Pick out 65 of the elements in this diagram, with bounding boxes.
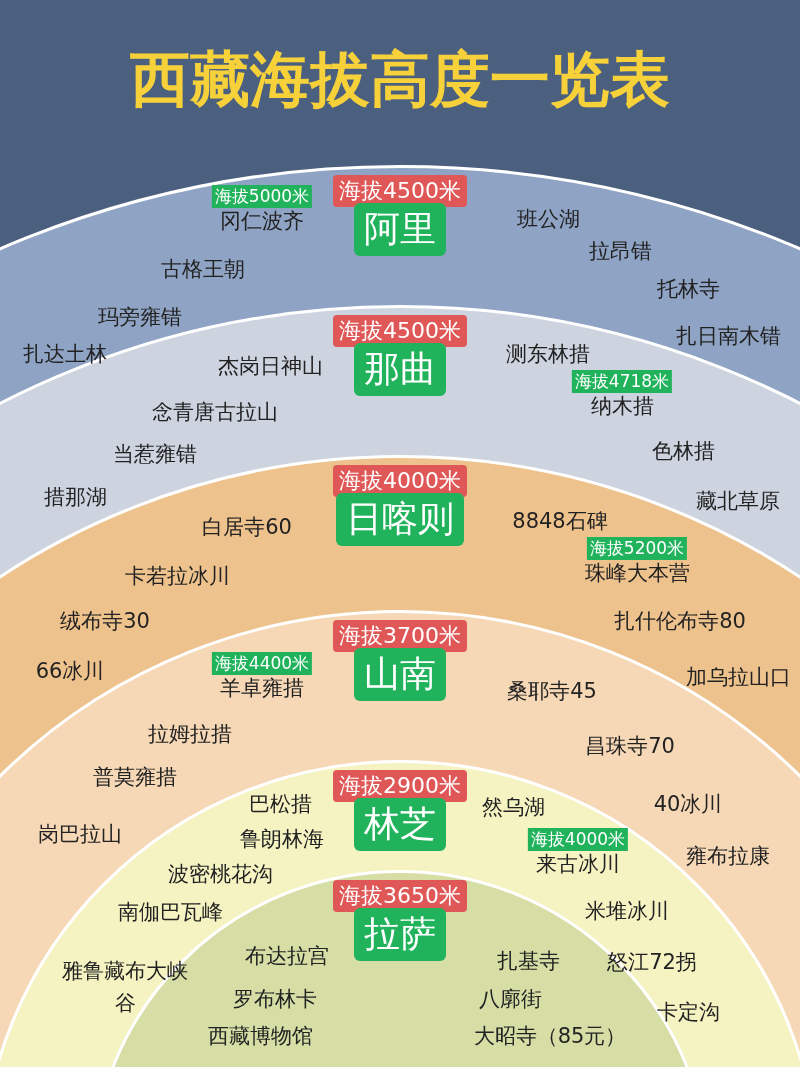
place-name: 藏北草原: [696, 488, 780, 515]
altitude-badge: 海拔4500米: [333, 175, 467, 207]
place-name: 羊卓雍措: [220, 675, 304, 702]
altitude-badge: 海拔4000米: [527, 828, 629, 851]
place-name: 普莫雍措: [93, 764, 177, 791]
title: 西藏海拔高度一览表: [129, 43, 671, 116]
place-name: 40冰川: [653, 791, 723, 818]
place-name: 扎基寺: [496, 948, 560, 975]
place-name: 杰岗日神山: [217, 353, 323, 380]
place-name: 措那湖: [43, 484, 107, 511]
place-name: 然乌湖: [481, 794, 545, 821]
place-name: 卡若拉冰川: [124, 563, 230, 590]
region-name: 拉萨: [354, 908, 446, 961]
place-name: 雍布拉康: [686, 843, 770, 870]
altitude-badge: 海拔2900米: [333, 770, 467, 802]
altitude-badge: 海拔4718米: [571, 370, 673, 393]
place-name: 加乌拉山口: [685, 664, 791, 691]
place-name: 古格王朝: [161, 256, 245, 283]
place-name: 纳木措: [590, 393, 654, 420]
place-name: 珠峰大本营: [584, 560, 690, 587]
altitude-badge: 海拔4400米: [211, 652, 313, 675]
place-name: 扎日南木错: [675, 323, 781, 350]
place-name: 雅鲁藏布大峡谷: [62, 958, 188, 1017]
region-name: 山南: [354, 648, 446, 701]
place-name: 昌珠寺70: [585, 733, 675, 760]
place-name: 班公湖: [516, 206, 580, 233]
place-name: 桑耶寺45: [507, 678, 597, 705]
altitude-badge: 海拔5200米: [586, 537, 688, 560]
place-name: 卡定沟: [656, 999, 720, 1026]
place-name: 冈仁波齐: [220, 208, 304, 235]
place-name: 当惹雍错: [113, 441, 197, 468]
altitude-badge: 海拔5000米: [211, 185, 313, 208]
place-name: 西藏博物馆: [207, 1023, 313, 1050]
place-name: 米堆冰川: [585, 898, 669, 925]
place-name: 扎达土林: [23, 341, 107, 368]
place-name: 扎什伦布寺80: [614, 608, 746, 635]
place-name: 拉昂错: [588, 238, 652, 265]
region-name: 阿里: [354, 203, 446, 256]
region-name: 林芝: [354, 798, 446, 851]
place-name: 玛旁雍错: [98, 304, 182, 331]
place-name: 怒江72拐: [607, 949, 697, 976]
place-name: 测东林措: [506, 341, 590, 368]
place-name: 白居寺60: [202, 514, 292, 541]
region-name: 日喀则: [336, 493, 464, 546]
place-name: 南伽巴瓦峰: [117, 899, 223, 926]
place-name: 托林寺: [656, 276, 720, 303]
altitude-badge: 海拔3650米: [333, 880, 467, 912]
place-name: 8848石碑: [512, 508, 608, 535]
place-name: 布达拉宫: [245, 943, 329, 970]
place-name: 岗巴拉山: [38, 821, 122, 848]
place-name: 来古冰川: [536, 851, 620, 878]
altitude-badge: 海拔3700米: [333, 620, 467, 652]
place-name: 波密桃花沟: [167, 861, 273, 888]
place-name: 绒布寺30: [60, 608, 150, 635]
place-name: 66冰川: [35, 658, 105, 685]
altitude-badge: 海拔4500米: [333, 315, 467, 347]
region-name: 那曲: [354, 343, 446, 396]
place-name: 鲁朗林海: [240, 826, 324, 853]
place-name: 大昭寺（85元）: [473, 1023, 627, 1050]
place-name: 罗布林卡: [233, 986, 317, 1013]
place-name: 念青唐古拉山: [152, 399, 278, 426]
place-name: 拉姆拉措: [148, 721, 232, 748]
place-name: 色林措: [651, 438, 715, 465]
place-name: 八廓街: [478, 986, 542, 1013]
place-name: 巴松措: [248, 791, 312, 818]
